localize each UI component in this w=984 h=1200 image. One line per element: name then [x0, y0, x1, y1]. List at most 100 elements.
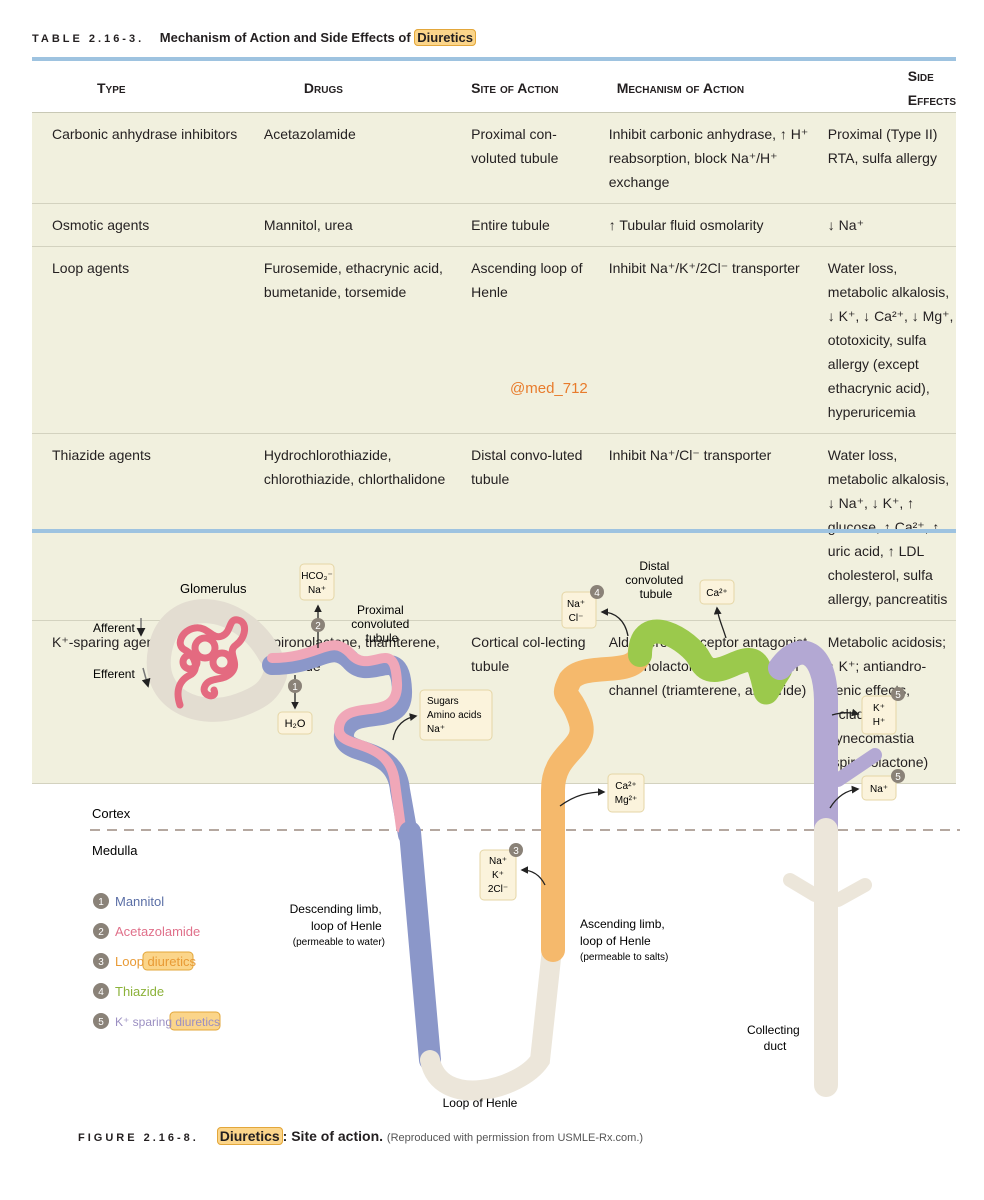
- legend-item-k-sparing-diuretics: 5 K⁺ sparing diuretics: [93, 1011, 221, 1031]
- svg-text:Mannitol: Mannitol: [115, 894, 164, 909]
- distal-tubule: [628, 619, 792, 705]
- box-na-k-2cl: Na⁺K⁺2Cl⁻: [479, 849, 517, 901]
- badge-2-text: 2: [315, 621, 321, 632]
- cell-site: Entire tubule: [471, 203, 597, 247]
- cell-drugs: Mannitol, urea: [243, 203, 472, 247]
- cell-type: Osmotic agents: [32, 203, 244, 247]
- svg-text:Na⁺Cl⁻: Na⁺Cl⁻: [567, 599, 585, 624]
- cell-side-effects: Water loss, metabolic alkalosis, ↓ Na⁺, …: [815, 433, 956, 621]
- medullary-collecting-duct: [783, 818, 872, 1097]
- box-na-cl: Na⁺Cl⁻: [561, 591, 597, 629]
- table-top-rule: [32, 57, 956, 61]
- svg-text:Na⁺: Na⁺: [870, 784, 888, 795]
- legend-item-acetazolamide: 2 Acetazolamide: [93, 923, 200, 939]
- col-header-side-effects: Side Effects: [815, 64, 956, 113]
- svg-text:K⁺H⁺: K⁺H⁺: [873, 703, 886, 728]
- svg-text:Na⁺K⁺2Cl⁻: Na⁺K⁺2Cl⁻: [488, 856, 508, 895]
- legend-item-thiazide: 4 Thiazide: [93, 983, 164, 999]
- svg-text:2: 2: [98, 927, 104, 938]
- legend-item-loop-diuretics: 3 Loop diuretics: [93, 951, 196, 971]
- nak2cl-arrow: [520, 866, 546, 886]
- ca-distal-arrow: [713, 606, 727, 639]
- figure-caption: FIGURE 2.16-8. Diuretics: Site of action…: [78, 1127, 643, 1145]
- cortical-collecting-duct: [768, 640, 882, 842]
- glomerulus-label: Glomerulus: [180, 581, 247, 596]
- svg-text:K⁺ sparing diuretics: K⁺ sparing diuretics: [115, 1015, 220, 1029]
- cell-site: Distal convo-luted tubule: [471, 433, 597, 621]
- svg-text:5: 5: [98, 1017, 104, 1028]
- box-ca-distal: Ca²⁺: [699, 579, 735, 605]
- thick-ascending-limb: [541, 638, 652, 962]
- cell-type: Thiazide agents: [32, 433, 244, 621]
- distal-label: Distal convoluted tubule: [625, 559, 686, 601]
- svg-text:HCO₃⁻Na⁺: HCO₃⁻Na⁺: [301, 571, 333, 596]
- cell-side-effects: Proximal (Type II) RTA, sulfa allergy: [815, 112, 956, 204]
- medulla-label: Medulla: [92, 843, 138, 858]
- badge-2: [311, 618, 325, 632]
- badge-4: [590, 585, 604, 599]
- descending-limb-label: Descending limb, loop of Henle (permeabl…: [290, 902, 385, 948]
- figure-number: FIGURE 2.16-8.: [78, 1132, 199, 1144]
- glomerulus: [174, 616, 248, 709]
- col-header-mechanism: Mechanism of Action: [596, 64, 816, 113]
- table-row: Carbonic anhydrase inhibitors Acetazolam…: [32, 112, 956, 204]
- cell-mechanism: Inhibit carbonic anhydrase, ↑ H⁺ reabsor…: [596, 112, 816, 204]
- afferent-label: Afferent: [93, 621, 135, 635]
- cell-mechanism: Inhibit Na⁺/K⁺/2Cl⁻ transporter: [596, 246, 816, 434]
- cell-type: Carbonic anhydrase inhibitors: [32, 112, 244, 204]
- badge-5-bottom: [891, 769, 905, 783]
- cortex-label: Cortex: [92, 806, 131, 821]
- cell-site: Proximal con-voluted tubule: [471, 112, 597, 204]
- box-ca-mg: Ca²⁺Mg²⁺: [607, 773, 645, 813]
- sugars-arrow: [392, 713, 418, 741]
- figure-title: : Site of action.: [282, 1128, 384, 1144]
- legend-item-mannitol: 1 Mannitol: [93, 893, 164, 909]
- table-number: TABLE 2.16-3.: [32, 33, 145, 45]
- kh-arrow: [831, 708, 860, 717]
- badge-3: [509, 843, 523, 857]
- cell-type: Loop agents: [32, 246, 244, 434]
- highlight-diuretics: Diuretics: [414, 29, 476, 46]
- cell-side-effects: Water loss, metabolic alkalosis, ↓ K⁺, ↓…: [815, 246, 956, 434]
- svg-text:Ca²⁺: Ca²⁺: [706, 588, 727, 599]
- cell-drugs: Furosemide, ethacrynic acid, bumetanide,…: [243, 246, 472, 434]
- table-caption: TABLE 2.16-3. Mechanism of Action and Si…: [32, 29, 476, 46]
- svg-text:1: 1: [98, 897, 104, 908]
- table-header-row: Type Drugs Site of Action Mechanism of A…: [32, 64, 956, 113]
- badge-3-text: 3: [513, 846, 519, 857]
- box-k-h: K⁺H⁺: [861, 695, 897, 735]
- box-hco3-na: HCO₃⁻Na⁺: [299, 563, 335, 601]
- col-header-site: Site of Action: [471, 64, 597, 113]
- cell-mechanism: ↑ Tubular fluid osmolarity: [596, 203, 816, 247]
- svg-text:Ca²⁺Mg²⁺: Ca²⁺Mg²⁺: [615, 781, 638, 806]
- proximal-tubule: [262, 640, 418, 845]
- table-title: Mechanism of Action and Side Effects of …: [160, 29, 476, 46]
- box-na-collecting: Na⁺: [861, 775, 897, 801]
- cell-drugs: Acetazolamide: [243, 112, 472, 204]
- badge-4-text: 4: [594, 588, 600, 599]
- col-header-drugs: Drugs: [243, 64, 472, 113]
- ascending-limb-label: Ascending limb, loop of Henle (permeable…: [580, 917, 668, 963]
- efferent-label: Efferent: [93, 667, 135, 681]
- box-h2o: H₂O: [277, 711, 313, 735]
- badge-5-top-text: 5: [895, 690, 901, 701]
- bowman-capsule: [146, 599, 287, 722]
- badge-1: [288, 679, 302, 693]
- nacl-arrow: [600, 608, 629, 637]
- svg-text:3: 3: [98, 957, 104, 968]
- proximal-label: Proximal convoluted tubule: [351, 603, 412, 645]
- highlight-diuretics-caption: Diuretics: [216, 1127, 283, 1145]
- table-bottom-rule: [32, 529, 956, 533]
- collecting-duct-label: Collecting duct: [747, 1023, 803, 1053]
- svg-text:Thiazide: Thiazide: [115, 984, 164, 999]
- badge-5-bottom-text: 5: [895, 772, 901, 783]
- svg-text:Acetazolamide: Acetazolamide: [115, 924, 200, 939]
- svg-text:Loop diuretics: Loop diuretics: [115, 954, 196, 969]
- nephron-diagram: Cortex Medulla Glomerulus Afferent Effer…: [90, 559, 960, 1110]
- efferent-arrow: [141, 667, 151, 688]
- svg-text:H₂O: H₂O: [285, 718, 306, 730]
- legend: 1 Mannitol 2 Acetazolamide 3 Loop diuret…: [93, 893, 221, 1031]
- watermark: @med_712: [510, 380, 588, 397]
- table-row: Thiazide agents Hydrochlorothiazide, chl…: [32, 433, 956, 621]
